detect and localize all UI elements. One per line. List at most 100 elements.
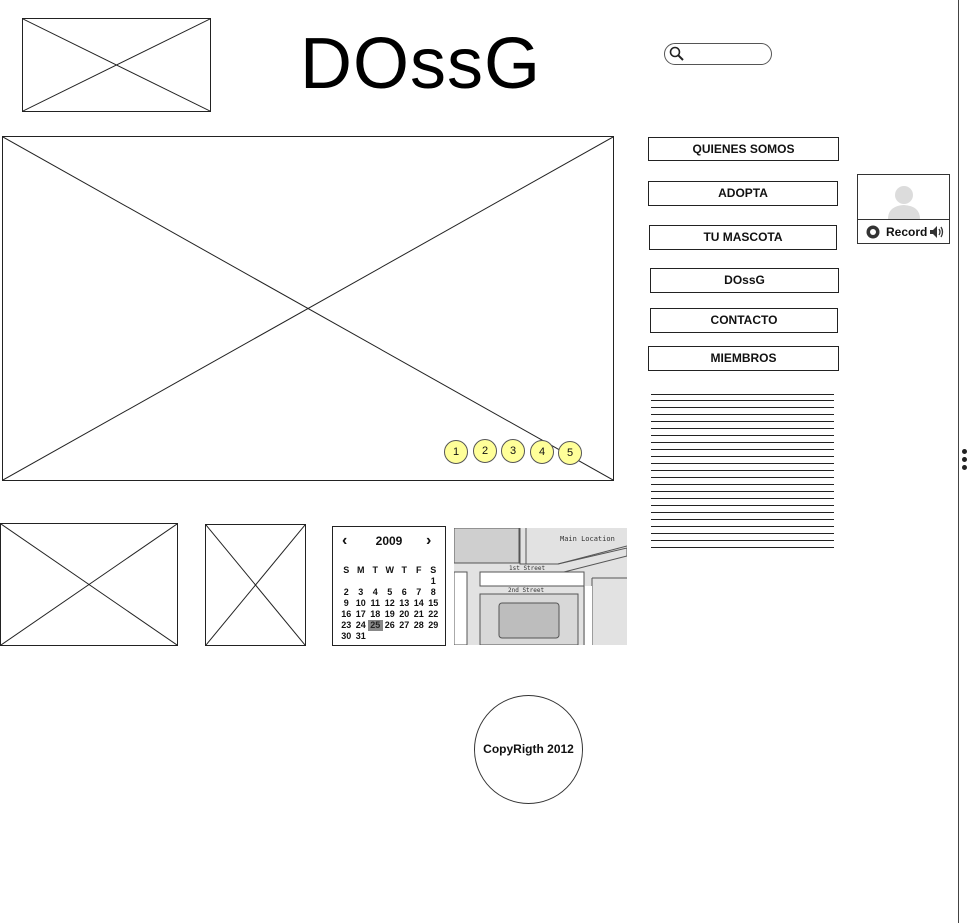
calendar-empty-cell: [368, 631, 383, 642]
map-label-main-location: Main Location: [560, 535, 615, 543]
calendar-day[interactable]: 29: [428, 620, 439, 630]
calendar-day[interactable]: 19: [384, 609, 395, 619]
nav-quienes-somos[interactable]: QUIENES SOMOS: [648, 137, 839, 161]
calendar-day[interactable]: 4: [372, 587, 378, 597]
calendar-day[interactable]: 27: [399, 620, 410, 630]
calendar-empty-cell: [412, 576, 427, 587]
calendar-day[interactable]: 3: [358, 587, 364, 597]
text-line: [651, 407, 834, 408]
calendar-empty-cell: [412, 631, 427, 642]
record-icon: [866, 225, 880, 239]
calendar-prev-button[interactable]: ‹: [342, 532, 348, 549]
calendar-empty-cell: [339, 576, 354, 587]
record-bar[interactable]: Record: [858, 219, 949, 244]
calendar-weekday: T: [372, 565, 379, 575]
nav-tu-mascota[interactable]: TU MASCOTA: [649, 225, 837, 250]
text-line: [651, 435, 834, 436]
page-edge-divider: [958, 0, 959, 923]
calendar-empty-cell: [383, 631, 398, 642]
calendar-day[interactable]: 13: [399, 598, 410, 608]
search-input[interactable]: [687, 46, 767, 62]
calendar-day[interactable]: 9: [343, 598, 349, 608]
calendar-day[interactable]: 11: [370, 598, 380, 608]
calendar-day[interactable]: 5: [387, 587, 393, 597]
map[interactable]: Main Location 1st Street 2nd Street: [454, 528, 627, 645]
nav-adopta[interactable]: ADOPTA: [648, 181, 838, 206]
calendar-day[interactable]: 20: [399, 609, 410, 619]
calendar-day[interactable]: 25: [368, 620, 383, 631]
nav-contacto[interactable]: CONTACTO: [650, 308, 838, 333]
text-line: [651, 484, 834, 485]
calendar-empty-cell: [397, 576, 412, 587]
nav-dossg[interactable]: DOssG: [650, 268, 839, 293]
text-line: [651, 540, 834, 541]
calendar-next-button[interactable]: ›: [426, 532, 432, 549]
calendar-day[interactable]: 2: [343, 587, 349, 597]
text-line: [651, 519, 834, 520]
calendar-day[interactable]: 22: [428, 609, 439, 619]
calendar-empty-cell: [383, 576, 398, 587]
calendar-empty-cell: [397, 631, 412, 642]
map-label-1st-street: 1st Street: [509, 565, 546, 572]
text-line: [651, 414, 834, 415]
text-line: [651, 477, 834, 478]
calendar-weekday: S: [343, 565, 350, 575]
calendar-day[interactable]: 6: [401, 587, 407, 597]
calendar-day[interactable]: 8: [430, 587, 436, 597]
carousel-page-5[interactable]: 5: [558, 441, 582, 465]
calendar-day[interactable]: 15: [428, 598, 439, 608]
calendar-empty-cell: [426, 631, 441, 642]
carousel-page-2[interactable]: 2: [473, 439, 497, 463]
search-box[interactable]: [664, 43, 772, 65]
calendar-day[interactable]: 21: [413, 609, 424, 619]
hero-image-placeholder: [2, 136, 614, 481]
calendar-day[interactable]: 12: [384, 598, 395, 608]
map-streets: [454, 528, 627, 645]
avatar-icon: [888, 186, 920, 219]
drag-handle-dot[interactable]: [962, 465, 967, 470]
calendar-day[interactable]: 26: [384, 620, 395, 630]
calendar-day[interactable]: 28: [413, 620, 424, 630]
calendar-day[interactable]: 10: [355, 598, 366, 608]
text-line: [651, 456, 834, 457]
text-line: [651, 400, 834, 401]
drag-handle-dot[interactable]: [962, 449, 967, 454]
calendar-day[interactable]: 14: [413, 598, 424, 608]
site-title: DOssG: [300, 24, 542, 104]
image-placeholder-wide: [0, 523, 178, 646]
calendar-day[interactable]: 31: [355, 631, 366, 641]
calendar-day[interactable]: 30: [341, 631, 352, 641]
nav-miembros[interactable]: MIEMBROS: [648, 346, 839, 371]
calendar-day[interactable]: 1: [430, 576, 436, 586]
calendar-weekday: M: [357, 565, 365, 575]
calendar-week-row: 1: [339, 576, 443, 587]
carousel-page-3[interactable]: 3: [501, 439, 525, 463]
text-line: [651, 394, 834, 395]
speaker-icon[interactable]: [929, 225, 945, 239]
calendar-day[interactable]: 16: [341, 609, 352, 619]
text-line: [651, 470, 834, 471]
calendar-day[interactable]: 24: [355, 620, 366, 630]
calendar-day[interactable]: 18: [370, 609, 381, 619]
calendar-day[interactable]: 7: [416, 587, 422, 597]
text-line: [651, 512, 834, 513]
carousel-page-1[interactable]: 1: [444, 440, 468, 464]
map-label-2nd-street: 2nd Street: [508, 587, 545, 594]
search-icon: [669, 46, 684, 61]
calendar-day[interactable]: 17: [355, 609, 366, 619]
text-line: [651, 428, 834, 429]
text-line: [651, 491, 834, 492]
calendar-weekday: W: [385, 565, 395, 575]
carousel-page-4[interactable]: 4: [530, 440, 554, 464]
drag-handle-dot[interactable]: [962, 457, 967, 462]
text-line: [651, 547, 834, 548]
text-line: [651, 421, 834, 422]
calendar-day[interactable]: 23: [341, 620, 352, 630]
